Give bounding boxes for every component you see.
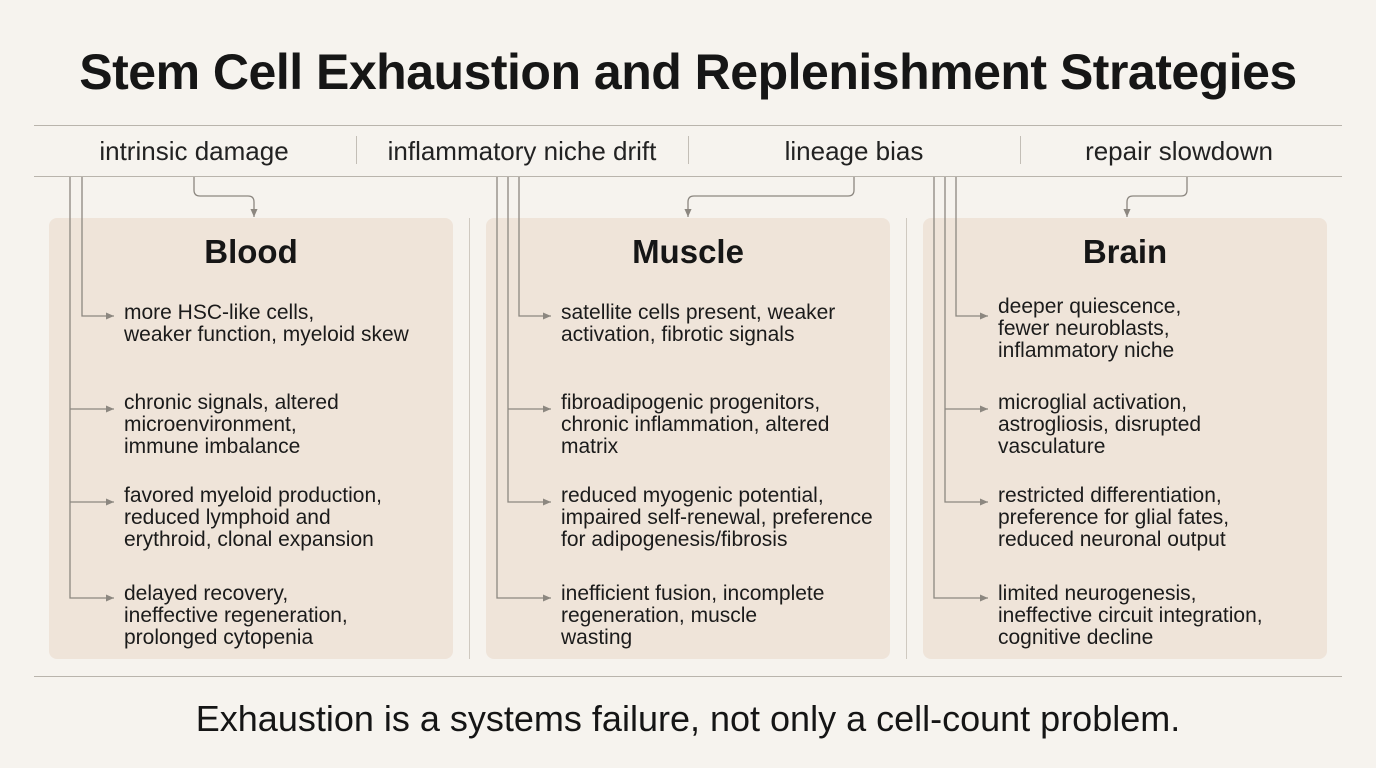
blood-inflammatory-niche-drift: chronic signals, altered microenvironmen… xyxy=(124,392,339,458)
item-line: astrogliosis, disrupted xyxy=(998,413,1202,436)
blood-intrinsic-damage: more HSC-like cells, weaker function, my… xyxy=(124,302,409,346)
panel-title-blood: Blood xyxy=(204,233,298,270)
item-line: deeper quiescence, xyxy=(998,295,1182,318)
item-line: chronic signals, altered xyxy=(124,391,339,414)
item-line: satellite cells present, weaker xyxy=(561,301,836,324)
item-line: more HSC-like cells, xyxy=(124,301,315,324)
brain-inflammatory-niche-drift: microglial activation, astrogliosis, dis… xyxy=(998,392,1201,458)
item-line: cognitive decline xyxy=(998,626,1154,649)
item-line: inflammatory niche xyxy=(998,339,1175,362)
item-line: matrix xyxy=(561,435,619,458)
page-title: Stem Cell Exhaustion and Replenishment S… xyxy=(79,44,1297,100)
item-line: fewer neuroblasts, xyxy=(998,317,1170,340)
panel-blood xyxy=(49,218,453,659)
item-line: limited neurogenesis, xyxy=(998,582,1197,605)
footer-takeaway: Exhaustion is a systems failure, not onl… xyxy=(195,698,1181,739)
item-line: reduced lymphoid and xyxy=(124,506,331,529)
category-intrinsic-damage: intrinsic damage xyxy=(99,136,289,166)
bottom-divider xyxy=(34,676,1342,677)
blood-repair-slowdown: delayed recovery, ineffective regenerati… xyxy=(124,583,348,649)
category-repair-slowdown: repair slowdown xyxy=(1085,136,1273,166)
panel-separator xyxy=(906,218,907,659)
panel-title-muscle: Muscle xyxy=(632,233,744,270)
muscle-intrinsic-damage: satellite cells present, weaker activati… xyxy=(561,302,835,346)
item-line: preference for glial fates, xyxy=(998,506,1230,529)
item-line: immune imbalance xyxy=(124,435,301,458)
item-line: regeneration, muscle xyxy=(561,604,758,627)
item-line: delayed recovery, xyxy=(124,582,289,605)
muscle-lineage-bias: reduced myogenic potential, impaired sel… xyxy=(561,485,873,551)
brain-lineage-bias: restricted differentiation, preference f… xyxy=(998,485,1229,551)
category-divider xyxy=(34,176,1342,177)
item-line: ineffective circuit integration, xyxy=(998,604,1263,627)
panel-title-brain: Brain xyxy=(1082,233,1168,270)
item-line: restricted differentiation, xyxy=(998,484,1222,507)
item-line: wasting xyxy=(561,626,633,649)
brain-repair-slowdown: limited neurogenesis, ineffective circui… xyxy=(998,583,1263,649)
item-line: favored myeloid production, xyxy=(124,484,382,507)
category-lineage-bias: lineage bias xyxy=(784,136,924,166)
brain-intrinsic-damage: deeper quiescence, fewer neuroblasts, in… xyxy=(998,296,1181,362)
item-line: reduced neuronal output xyxy=(998,528,1226,551)
category-separator xyxy=(688,136,689,164)
panel-separator xyxy=(469,218,470,659)
item-line: prolonged cytopenia xyxy=(124,626,314,649)
item-line: erythroid, clonal expansion xyxy=(124,528,374,551)
item-line: inefficient fusion, incomplete xyxy=(561,582,825,605)
item-line: activation, fibrotic signals xyxy=(561,323,795,346)
item-line: for adipogenesis/fibrosis xyxy=(561,528,788,551)
item-line: fibroadipogenic progenitors, xyxy=(561,391,821,414)
item-line: vasculature xyxy=(998,435,1106,458)
item-line: chronic inflammation, altered xyxy=(561,413,830,436)
muscle-inflammatory-niche-drift: fibroadipogenic progenitors, chronic inf… xyxy=(561,392,829,458)
item-line: reduced myogenic potential, xyxy=(561,484,824,507)
panel-brain xyxy=(923,218,1327,659)
blood-lineage-bias: favored myeloid production, reduced lymp… xyxy=(124,485,382,551)
category-inflammatory-niche-drift: inflammatory niche drift xyxy=(387,136,657,166)
item-line: impaired self-renewal, preference xyxy=(561,506,873,529)
item-line: ineffective regeneration, xyxy=(124,604,348,627)
item-line: microenvironment, xyxy=(124,413,297,436)
top-divider xyxy=(34,125,1342,126)
category-separator xyxy=(1020,136,1021,164)
category-separator xyxy=(356,136,357,164)
item-line: weaker function, myeloid skew xyxy=(124,323,409,346)
item-line: microglial activation, xyxy=(998,391,1188,414)
panel-muscle xyxy=(486,218,890,659)
muscle-repair-slowdown: inefficient fusion, incomplete regenerat… xyxy=(561,583,824,649)
